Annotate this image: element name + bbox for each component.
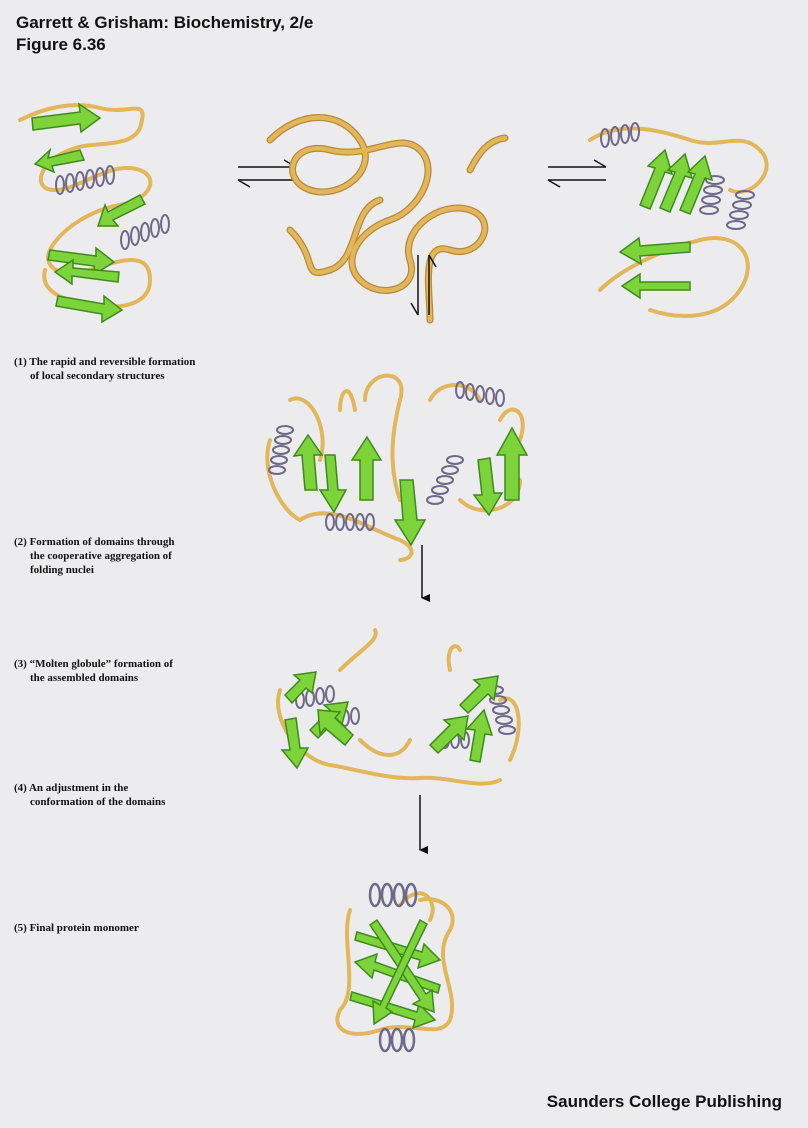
figure-header: Garrett & Grisham: Biochemistry, 2/e Fig…	[16, 12, 313, 56]
beta-strand	[472, 457, 504, 517]
beta-strand	[349, 991, 437, 1030]
figure-number: Figure 6.36	[16, 35, 106, 54]
beta-strand	[317, 709, 355, 747]
beta-strand	[292, 433, 324, 491]
beta-strand	[639, 148, 674, 210]
helix-segment	[55, 165, 170, 250]
beta-strand	[318, 454, 348, 514]
beta-strand	[679, 154, 714, 215]
beta-strand	[618, 236, 691, 266]
beta-strand	[428, 715, 469, 755]
equilibrium-arrow-icon	[547, 159, 607, 188]
publisher-credit: Saunders College Publishing	[546, 1092, 782, 1111]
folded-structure-left	[18, 102, 170, 324]
domain-formation-structure	[265, 373, 529, 562]
beta-strand	[33, 147, 86, 174]
beta-strand	[495, 426, 529, 501]
beta-strand	[31, 102, 102, 134]
beta-strand	[465, 708, 494, 763]
helix-segment	[268, 381, 505, 531]
molten-globule-structure	[276, 628, 521, 786]
beta-strand	[393, 479, 427, 547]
beta-strand	[96, 193, 147, 227]
beta-strand	[350, 435, 383, 501]
step-4-caption: (4) An adjustment in the conformation of…	[14, 782, 166, 808]
equilibrium-arrow-icon	[237, 159, 297, 188]
book-title: Garrett & Grisham: Biochemistry, 2/e	[16, 13, 314, 32]
step-5-caption: (5) Final protein monomer	[14, 922, 139, 934]
beta-strand	[283, 671, 317, 705]
beta-strand	[280, 717, 310, 770]
beta-strand	[53, 258, 120, 286]
beta-strand	[55, 294, 124, 324]
final-protein-monomer	[335, 882, 455, 1053]
beta-strand	[47, 246, 116, 276]
step-3-caption: (3) “Molten globule” formation of the as…	[14, 658, 173, 684]
equilibrium-arrow-icon	[410, 254, 437, 316]
folded-structure-right	[588, 122, 769, 318]
helix-segment	[368, 882, 418, 1053]
step-1-caption: (1) The rapid and reversible formation o…	[14, 356, 196, 382]
beta-strand	[458, 675, 499, 715]
step-2-caption: (2) Formation of domains through the coo…	[14, 536, 175, 576]
beta-strand	[372, 918, 428, 1026]
beta-strand	[659, 152, 694, 213]
beta-strand	[620, 272, 691, 300]
helix-segment	[600, 122, 755, 230]
